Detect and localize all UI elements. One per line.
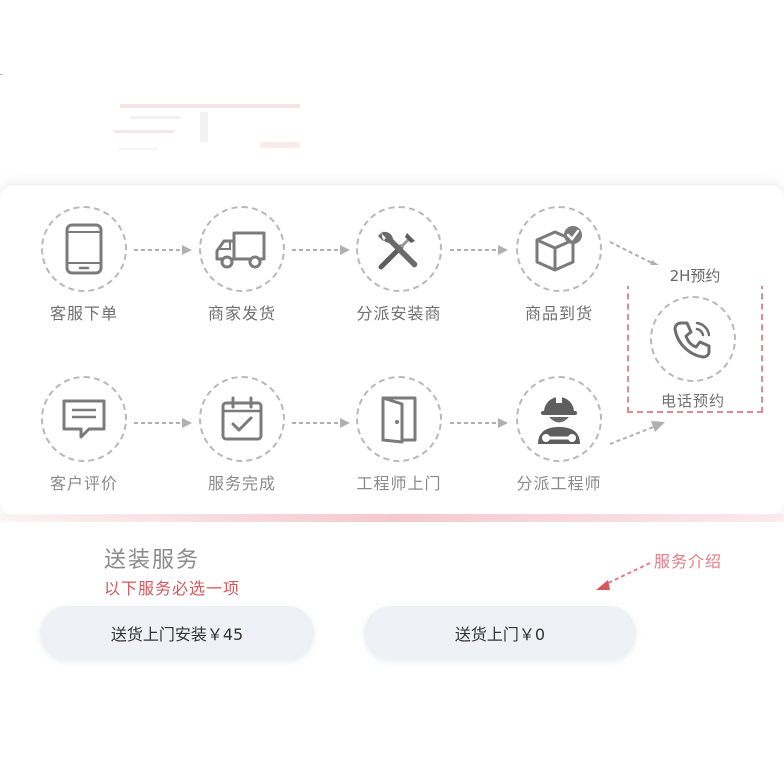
step-label: 商家发货 xyxy=(207,304,276,323)
step-circle xyxy=(516,206,602,292)
phone-box-title: 2H预约 xyxy=(627,265,763,286)
flow-arrow xyxy=(450,418,508,428)
step-label: 客服下单 xyxy=(49,304,118,323)
service-intro-link[interactable]: 服务介绍 xyxy=(654,552,723,571)
tools-icon xyxy=(378,231,418,270)
step-circle xyxy=(199,376,285,462)
phone-call-icon xyxy=(673,321,711,359)
option-delivery-only-button[interactable]: 送货上门￥0 xyxy=(364,606,636,660)
step-label: 分派安装商 xyxy=(356,304,442,323)
step-service-complete: 服务完成 xyxy=(182,376,302,494)
flow-arrow xyxy=(292,245,350,255)
step-assign-installer: 分派安装商 xyxy=(339,206,459,324)
section-divider xyxy=(0,514,784,522)
step-goods-arrived: 商品到货 xyxy=(499,206,619,324)
step-circle xyxy=(356,206,442,292)
step-label: 商品到货 xyxy=(524,304,593,323)
step-label: 分派工程师 xyxy=(516,474,602,493)
step-circle xyxy=(650,296,736,382)
step-circle xyxy=(41,206,127,292)
faded-banner-graphic xyxy=(114,104,300,150)
step-circle xyxy=(516,376,602,462)
step-customer-order: 客服下单 xyxy=(24,206,144,324)
flow-arrow xyxy=(134,418,192,428)
phone-box-title-text: 2H预约 xyxy=(665,267,725,285)
intro-pointer-arrow xyxy=(596,562,651,590)
flow-arrow xyxy=(134,245,192,255)
engineer-icon xyxy=(538,395,580,444)
flow-arrow xyxy=(292,418,350,428)
step-label: 客户评价 xyxy=(49,474,118,493)
service-title: 送装服务 xyxy=(104,548,201,573)
door-icon xyxy=(381,396,417,444)
step-label: 电话预约 xyxy=(660,392,725,410)
option-delivery-install-button[interactable]: 送货上门安装￥45 xyxy=(40,606,314,660)
step-label: 服务完成 xyxy=(207,474,276,493)
step-assign-engineer: 分派工程师 xyxy=(499,376,619,494)
step-customer-review: 客户评价 xyxy=(24,376,144,494)
comment-icon xyxy=(62,399,106,439)
package-check-icon xyxy=(535,226,582,272)
delivery-truck-icon xyxy=(215,231,266,269)
step-circle xyxy=(356,376,442,462)
flow-arrow xyxy=(450,245,508,255)
step-label: 工程师上门 xyxy=(356,474,442,493)
calendar-check-icon xyxy=(221,396,263,441)
flow-arrow-from-phone xyxy=(609,421,665,445)
service-required-note: 以下服务必选一项 xyxy=(104,579,241,598)
top-edge-mark xyxy=(0,74,3,75)
step-engineer-visit: 工程师上门 xyxy=(339,376,459,494)
step-circle xyxy=(199,206,285,292)
smartphone-icon xyxy=(65,223,103,275)
step-circle xyxy=(41,376,127,462)
step-merchant-ship: 商家发货 xyxy=(182,206,302,324)
step-phone-appointment: 电话预约 xyxy=(633,296,753,411)
